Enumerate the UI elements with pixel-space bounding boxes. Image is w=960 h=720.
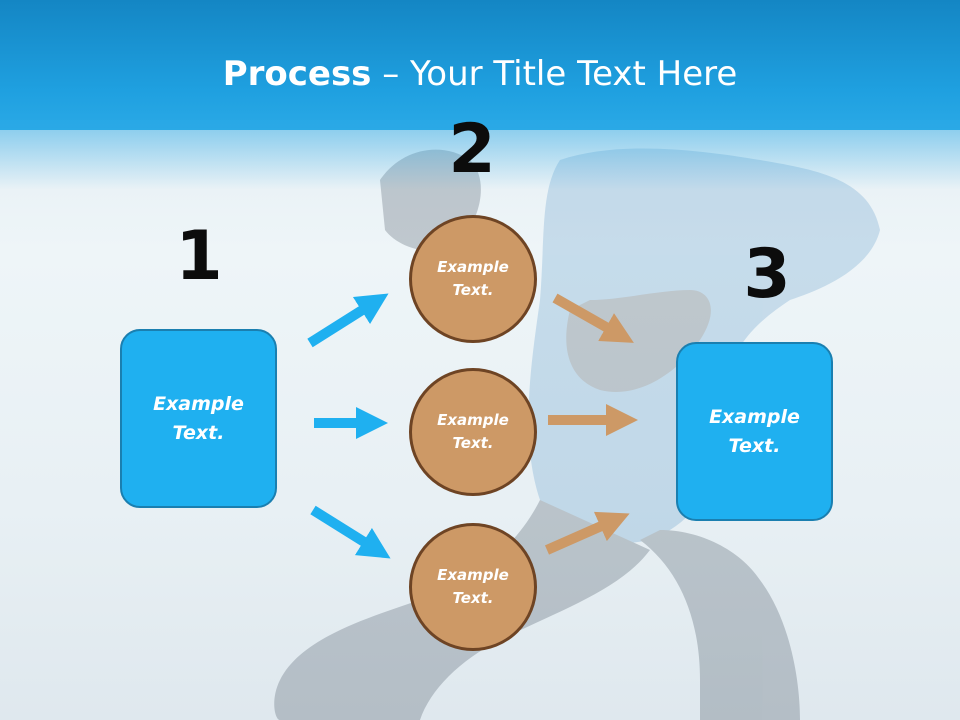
step-1-box: Example Text. [120, 329, 277, 508]
slide-title: Process – Your Title Text Here [0, 52, 960, 96]
step-3-box: Example Text. [676, 342, 833, 521]
step-2-circle-top: Example Text. [409, 215, 537, 343]
tan-arrow-up [544, 511, 630, 555]
blue-arrow-up [307, 293, 389, 348]
step-number-2: 2 [448, 110, 496, 189]
title-bar-fade [0, 120, 960, 190]
step-2-circle-bottom: Example Text. [409, 523, 537, 651]
step-number-3: 3 [743, 235, 791, 314]
step-2-circle-top-text: Example Text. [437, 258, 509, 299]
step-2-circle-middle: Example Text. [409, 368, 537, 496]
step-2-circle-bottom-text: Example Text. [437, 566, 509, 607]
step-3-text: Example Text. [709, 405, 800, 457]
title-bold: Process [222, 54, 372, 94]
title-rest: – Your Title Text Here [371, 54, 738, 94]
step-number-1: 1 [175, 217, 223, 296]
step-1-text: Example Text. [153, 392, 244, 444]
tan-arrow-down [552, 293, 634, 343]
step-2-circle-middle-text: Example Text. [437, 411, 509, 452]
blue-arrow-down [310, 505, 391, 559]
title-bar [0, 0, 960, 130]
